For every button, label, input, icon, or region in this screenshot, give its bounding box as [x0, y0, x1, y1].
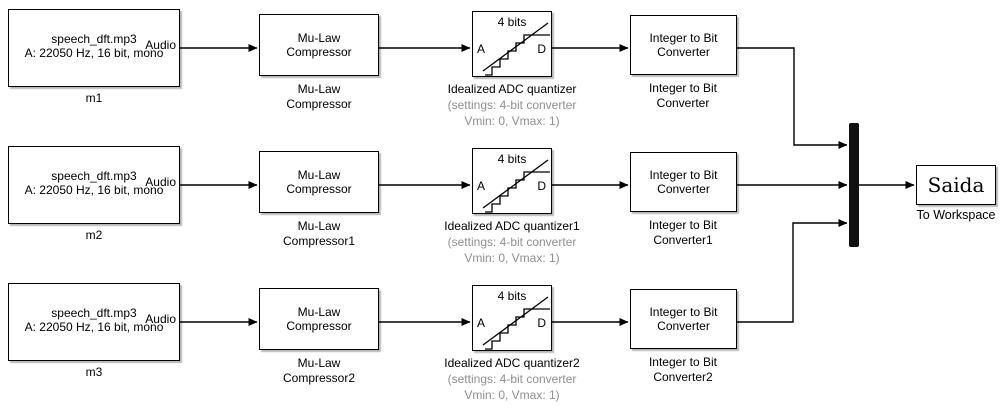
mux-bar[interactable] [849, 123, 859, 247]
converter-text: Converter [657, 45, 710, 59]
port-d-label: D [537, 316, 546, 330]
source-file-text: speech_dft.mp3 [51, 305, 137, 320]
source-file-text: speech_dft.mp3 [51, 31, 137, 46]
compressor-text: Compressor [286, 319, 352, 333]
source-file-text: speech_dft.mp3 [51, 168, 137, 183]
converter-text: Integer to Bit [649, 305, 718, 319]
mu-law-compressor-block-2[interactable]: Mu-Law Compressor [259, 151, 379, 213]
quantizer-bits-label: 4 bits [497, 289, 527, 303]
port-a-label: A [477, 42, 486, 56]
quantizer-settings-text: (settings: 4-bit converter [447, 235, 577, 249]
port-a-label: A [477, 179, 486, 193]
to-workspace-label: To Workspace [916, 208, 996, 222]
compressor-text: Compressor [286, 45, 352, 59]
adc-quantizer-block-1[interactable]: 4 bits A D [472, 11, 552, 77]
quantizer-bits-label: 4 bits [497, 15, 527, 29]
compressor-block-name: Mu-Law Compressor2 [282, 356, 356, 385]
quantizer-block-name: Idealized ADC quantizer2 (settings: 4-bi… [392, 355, 632, 403]
wire[interactable] [737, 47, 848, 149]
quantizer-block-name: Idealized ADC quantizer (settings: 4-bit… [392, 81, 632, 129]
source-block-name: m3 [85, 365, 103, 379]
to-workspace-block[interactable]: Saida [916, 165, 996, 205]
audio-output-port-label: Audio [145, 38, 176, 52]
signal-chain-row-3: speech_dft.mp3 A: 22050 Hz, 16 bit, mono… [0, 274, 1004, 410]
converter-block-name: Integer to Bit Converter [648, 81, 718, 110]
quantizer-settings-text: Vmin: 0, Vmax: 1) [464, 114, 560, 128]
port-d-label: D [537, 42, 546, 56]
audio-output-port-label: Audio [145, 312, 176, 326]
signal-chain-row-1: speech_dft.mp3 A: 22050 Hz, 16 bit, mono… [0, 0, 1004, 137]
converter-block-name: Integer to Bit Converter2 [648, 355, 718, 384]
compressor-block-name: Mu-Law Compressor1 [282, 219, 356, 248]
port-d-label: D [537, 179, 546, 193]
adc-quantizer-block-3[interactable]: 4 bits A D [472, 285, 552, 351]
audio-source-block-1[interactable]: speech_dft.mp3 A: 22050 Hz, 16 bit, mono… [8, 9, 180, 87]
adc-quantizer-block-2[interactable]: 4 bits A D [472, 148, 552, 214]
staircase-quantizer-icon [482, 159, 550, 213]
quantizer-settings-text: (settings: 4-bit converter [447, 372, 577, 386]
compressor-text: Mu-Law [297, 305, 341, 319]
converter-text: Integer to Bit [649, 31, 718, 45]
converter-block-name: Integer to Bit Converter1 [648, 218, 718, 247]
source-block-name: m1 [85, 91, 103, 105]
compressor-text: Compressor [286, 182, 352, 196]
staircase-quantizer-icon [482, 22, 550, 76]
source-format-text: A: 22050 Hz, 16 bit, mono [24, 319, 164, 334]
audio-output-port-label: Audio [145, 175, 176, 189]
integer-to-bit-block-1[interactable]: Integer to Bit Converter [630, 15, 737, 75]
audio-source-block-2[interactable]: speech_dft.mp3 A: 22050 Hz, 16 bit, mono… [8, 146, 180, 224]
signal-chain-row-2: speech_dft.mp3 A: 22050 Hz, 16 bit, mono… [0, 137, 1004, 274]
audio-source-block-3[interactable]: speech_dft.mp3 A: 22050 Hz, 16 bit, mono… [8, 283, 180, 361]
converter-text: Converter [657, 182, 710, 196]
workspace-variable-name: Saida [927, 173, 985, 197]
converter-text: Integer to Bit [649, 168, 718, 182]
source-format-text: A: 22050 Hz, 16 bit, mono [24, 182, 164, 197]
source-format-text: A: 22050 Hz, 16 bit, mono [24, 45, 164, 60]
port-a-label: A [477, 316, 486, 330]
mu-law-compressor-block-1[interactable]: Mu-Law Compressor [259, 14, 379, 76]
quantizer-settings-text: Vmin: 0, Vmax: 1) [464, 251, 560, 265]
integer-to-bit-block-2[interactable]: Integer to Bit Converter [630, 152, 737, 212]
source-block-name: m2 [85, 228, 103, 242]
quantizer-settings-text: (settings: 4-bit converter [447, 98, 577, 112]
converter-text: Converter [657, 319, 710, 333]
quantizer-bits-label: 4 bits [497, 152, 527, 166]
wire[interactable] [737, 219, 848, 323]
quantizer-settings-text: Vmin: 0, Vmax: 1) [464, 388, 560, 402]
staircase-quantizer-icon [482, 296, 550, 350]
compressor-text: Mu-Law [297, 168, 341, 182]
quantizer-block-name: Idealized ADC quantizer1 (settings: 4-bi… [392, 218, 632, 266]
integer-to-bit-block-3[interactable]: Integer to Bit Converter [630, 289, 737, 349]
compressor-block-name: Mu-Law Compressor [286, 82, 352, 111]
compressor-text: Mu-Law [297, 31, 341, 45]
mu-law-compressor-block-3[interactable]: Mu-Law Compressor [259, 288, 379, 350]
